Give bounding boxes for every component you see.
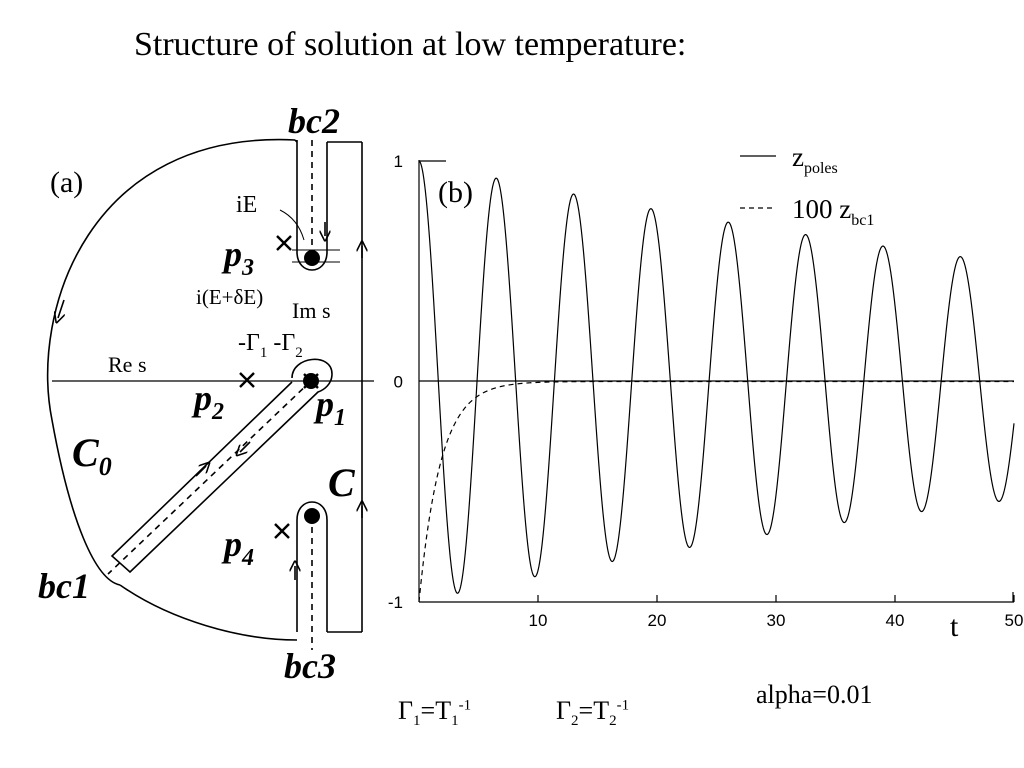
legend-label-poles: zpoles xyxy=(792,142,838,177)
panel-b-label: (b) xyxy=(438,176,473,209)
pole-p2-marker xyxy=(239,372,255,388)
alpha-parameter: alpha=0.01 xyxy=(756,680,873,709)
bc1-arrow-down xyxy=(240,441,251,452)
pole-p1-label: p1 xyxy=(313,384,346,431)
bc1-label: bc1 xyxy=(38,566,90,606)
contour-c-label: C xyxy=(328,460,356,505)
ie-label: iE xyxy=(236,192,257,218)
relation-gamma2: Γ2=T2-1 xyxy=(556,696,630,730)
outer-contour-arc xyxy=(46,138,296,586)
gamma-label: -Γ1 -Γ2 xyxy=(238,330,303,361)
x-tick-label: 10 xyxy=(529,611,548,630)
real-axis-label: Re s xyxy=(108,352,147,377)
contour-diagram xyxy=(46,138,374,650)
singularities xyxy=(239,235,320,539)
relation-gamma1: Γ1=T1-1 xyxy=(398,696,472,730)
contour-c0-label: C0 xyxy=(72,430,112,481)
slide-title: Structure of solution at low temperature… xyxy=(134,26,687,63)
x-tick-label: 50 xyxy=(1005,611,1024,630)
pole-p1-marker xyxy=(303,373,319,389)
pole-p3-label: p3 xyxy=(221,234,254,281)
pole-p2-label: p2 xyxy=(191,378,224,425)
bc3-label: bc3 xyxy=(284,646,336,686)
x-tick-label: 40 xyxy=(886,611,905,630)
bc1-cut xyxy=(107,380,312,575)
bc3-keyhole xyxy=(296,501,328,632)
y-tick-label: 1 xyxy=(394,152,403,171)
series-poles-line xyxy=(418,160,1015,594)
diagram-labels: (a) bc2 bc1 bc3 p3 p2 p1 p4 C C0 Re s Im… xyxy=(38,101,356,686)
series-bc1-line xyxy=(418,380,1014,603)
x-tick-label: 30 xyxy=(767,611,786,630)
bc2-label: bc2 xyxy=(288,101,340,141)
legend: zpoles 100 zbc1 xyxy=(740,142,874,229)
series-curves xyxy=(418,160,1015,603)
x-tick-label: 20 xyxy=(648,611,667,630)
outer-contour-arrow xyxy=(58,299,64,318)
bc3-branch-point xyxy=(304,508,320,524)
bc2-top-left xyxy=(294,139,298,143)
y-tick-label: 0 xyxy=(394,373,403,392)
bc1-arrow-up xyxy=(195,466,206,477)
pole-p4-label: p4 xyxy=(221,524,254,571)
pole-p3-marker xyxy=(276,235,292,251)
y-tick-label: -1 xyxy=(388,593,403,612)
legend-label-bc1: 100 zbc1 xyxy=(792,194,874,229)
panel-a-label: (a) xyxy=(50,166,83,199)
iede-label: i(E+δE) xyxy=(196,285,263,309)
pole-p4-marker xyxy=(274,523,290,539)
x-axis-label: t xyxy=(950,610,959,643)
ie-pointer xyxy=(279,209,305,241)
imag-axis-label: Im s xyxy=(292,298,331,323)
p1-loop xyxy=(110,358,333,574)
outer-contour-bottom-arc xyxy=(119,584,298,641)
bc2-branch-point xyxy=(304,250,320,266)
